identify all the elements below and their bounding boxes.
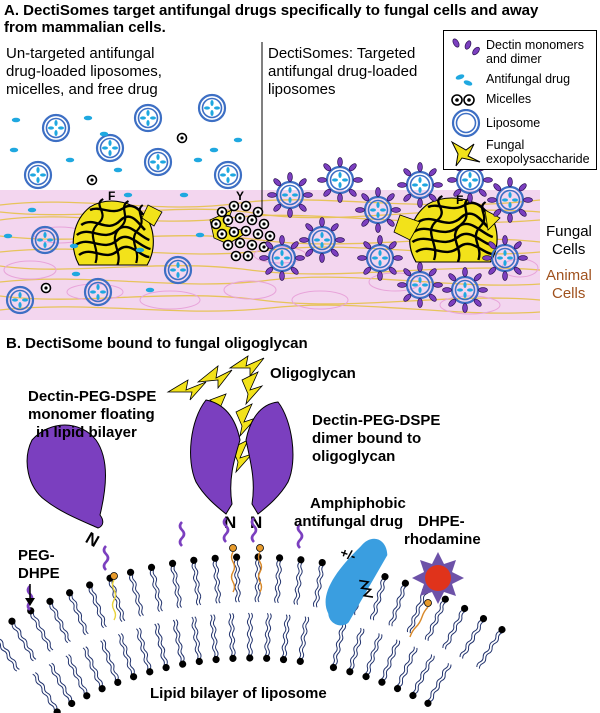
outer-leaflet-lipid [84, 579, 109, 629]
inner-leaflet-lipid [376, 638, 402, 688]
inner-leaflet-lipid [279, 613, 292, 664]
liposome-icon [451, 109, 481, 138]
exopolysaccharide-icon [450, 140, 481, 167]
inner-leaflet-lipid [262, 612, 273, 663]
panel-a: A. DectiSomes target antifungal drugs sp… [0, 2, 592, 320]
fungal-cells-label-2: Cells [552, 241, 585, 258]
dimer-label-2: dimer bound to [312, 430, 421, 447]
legend-micelles-text: Micelles [486, 92, 532, 106]
inner-leaflet-lipid [328, 622, 348, 673]
amphiphobic-drug: +/- [325, 538, 388, 626]
peg-dhpe-arrowhead [25, 598, 35, 606]
dspe-anchors [110, 544, 432, 638]
drug-charge-label: +/- [338, 545, 357, 564]
dhpe-rhodamine-label-2: rhodamine [404, 531, 481, 548]
untargeted-label-line1: Un-targeted antifungal [6, 45, 154, 62]
bilayer-label: Lipid bilayer of liposome [150, 685, 327, 702]
dectin-icon [452, 38, 480, 56]
targeted-label-line2: antifungal drug-loaded [268, 63, 417, 80]
monomer-label-2: monomer floating [28, 406, 155, 423]
monomer-label-1: Dectin-PEG-DSPE [28, 388, 156, 405]
dectin-dimer: N N [190, 399, 294, 532]
outer-leaflet-lipid [6, 615, 39, 663]
outer-leaflet-lipid [210, 553, 223, 604]
legend-exo-line1: Fungal [486, 138, 525, 152]
inner-leaflet-lipid [360, 632, 385, 682]
outer-leaflet-lipid [44, 596, 73, 645]
drug-label-1: Amphiphobic [310, 495, 406, 512]
panel-b: B. DectiSome bound to fungal oligoglycan… [0, 335, 508, 713]
inner-leaflet-lipid [152, 622, 171, 673]
inner-leaflet-lipid [133, 626, 155, 677]
legend-micelles: Micelles [444, 90, 598, 110]
marker-f-left: F [108, 189, 115, 203]
dimer-n-left: N [224, 513, 236, 532]
drug-icon [455, 74, 473, 86]
dhpe-rhodamine-label-1: DHPE- [418, 513, 465, 530]
outer-leaflet-lipid [167, 558, 185, 609]
oligoglycan-label: Oligoglycan [270, 365, 356, 382]
fungal-cells-label-1: Fungal [546, 223, 592, 240]
untargeted-label-line3: micelles, and free drug [6, 81, 158, 98]
legend-drug: Antifungal drug [444, 71, 598, 91]
animal-cells-label-2: Cells [552, 285, 585, 302]
inner-leaflet-lipid [80, 645, 108, 694]
inner-leaflet-lipid [63, 653, 93, 702]
legend-dectin: Dectin monomers and dimer [444, 37, 598, 66]
inner-leaflet-lipid [189, 615, 204, 667]
legend-liposome: Liposome [444, 109, 598, 141]
panel-a-title-line2: from mammalian cells. [4, 19, 166, 36]
panel-b-title: B. DectiSome bound to fungal oligoglycan [6, 335, 308, 352]
inner-leaflet-lipid [392, 645, 420, 694]
inner-leaflet-lipid [422, 661, 454, 709]
outer-leaflet-lipid [232, 552, 243, 603]
outer-leaflet-lipid [25, 605, 56, 653]
targeted-label-line1: DectiSomes: Targeted [268, 45, 415, 62]
micelle-icon [451, 94, 475, 106]
legend-liposome-text: Liposome [486, 116, 541, 130]
untargeted-label-line2: drug-loaded liposomes, [6, 63, 162, 80]
inner-leaflet-lipid [208, 613, 221, 664]
monomer-n-label: N [82, 528, 102, 551]
outer-leaflet-lipid [457, 613, 489, 661]
inner-leaflet-lipid [170, 618, 188, 669]
inner-leaflet-lipid [295, 615, 311, 666]
inner-leaflet-lipid [98, 638, 123, 688]
outer-leaflet-lipid [292, 555, 306, 606]
outer-leaflet-lipid [189, 555, 204, 606]
dimer-label-3: oligoglycan [312, 448, 395, 465]
monomer-label-3: in lipid bilayer [36, 424, 137, 441]
outer-leaflet-lipid [311, 557, 327, 609]
legend: Dectin monomers and dimer Antifungal dru… [443, 30, 597, 170]
peg-dhpe-label-1: PEG- [18, 547, 55, 564]
outer-leaflet-lipid [125, 567, 147, 618]
inner-leaflet-lipid [245, 612, 255, 663]
legend-dectin-line1: Dectin monomers [486, 38, 584, 52]
rhodamine-star [412, 552, 464, 604]
outer-leaflet-lipid [105, 573, 128, 623]
outer-leaflet-lipid [474, 624, 508, 671]
outer-leaflet-lipid [386, 578, 411, 628]
outer-leaflet-lipid [272, 553, 284, 604]
panel-a-title-line1: A. DectiSomes target antifungal drugs sp… [4, 2, 539, 19]
peg-dhpe-label-2: DHPE [18, 565, 60, 582]
legend-exopolysaccharide: Fungal exopolysaccharide [444, 138, 598, 168]
inner-leaflet-lipid [115, 632, 139, 682]
outer-leaflet-lipid [64, 587, 91, 637]
animal-cells-label-1: Animal [546, 267, 592, 284]
outer-leaflet-lipid [440, 603, 470, 651]
dectin-monomer: N [26, 424, 106, 551]
outer-leaflet-lipid [146, 562, 166, 613]
legend-exo-line2: exopolysaccharide [486, 152, 590, 166]
inner-leaflet-lipid [226, 612, 238, 663]
drug-label-2: antifungal drug [294, 513, 403, 530]
legend-drug-text: Antifungal drug [486, 72, 571, 86]
marker-f-right: F [456, 193, 463, 207]
inner-leaflet-lipid [344, 626, 367, 677]
dimer-label-1: Dectin-PEG-DSPE [312, 412, 440, 429]
legend-dectin-line2: and dimer [486, 52, 542, 66]
marker-y: Y [236, 189, 244, 203]
targeted-label-line3: liposomes [268, 81, 336, 98]
